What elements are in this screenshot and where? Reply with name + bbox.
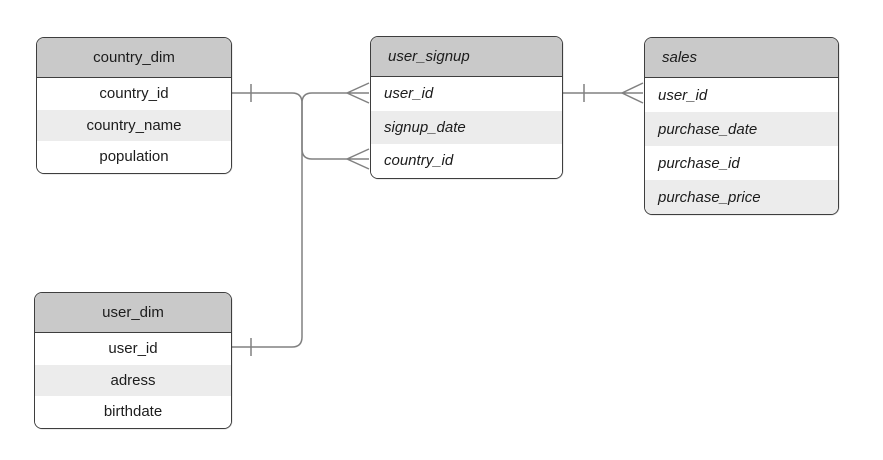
entity-table-sales[interactable]: sales user_id purchase_date purchase_id … (644, 37, 839, 215)
column-row[interactable]: purchase_id (645, 146, 838, 180)
column-row[interactable]: purchase_date (645, 112, 838, 146)
table-title: user_signup (371, 37, 562, 77)
relationship-line[interactable] (232, 92, 347, 348)
relationship-country_dim-user_signup[interactable] (232, 84, 370, 170)
column-row[interactable]: birthdate (35, 396, 231, 428)
column-row[interactable]: user_id (371, 77, 562, 111)
table-title: user_dim (35, 293, 231, 333)
column-row[interactable]: signup_date (371, 110, 562, 144)
entity-table-user-dim[interactable]: user_dim user_id adress birthdate (34, 292, 232, 429)
table-title: sales (645, 38, 838, 78)
column-row[interactable]: user_id (35, 333, 231, 365)
cardinality-many-crowfoot (346, 148, 370, 170)
entity-table-user-signup[interactable]: user_signup user_id signup_date country_… (370, 36, 563, 179)
column-row[interactable]: purchase_price (645, 180, 838, 214)
column-row[interactable]: population (37, 141, 231, 173)
cardinality-many-crowfoot (346, 82, 370, 104)
column-row[interactable]: country_name (37, 109, 231, 141)
relationship-line[interactable] (232, 92, 347, 160)
column-row[interactable]: user_id (645, 78, 838, 112)
cardinality-many-crowfoot (621, 82, 644, 104)
entity-table-country-dim[interactable]: country_dim country_id country_name popu… (36, 37, 232, 174)
column-row[interactable]: country_id (37, 78, 231, 110)
column-row[interactable]: adress (35, 364, 231, 396)
relationship-user_signup-sales[interactable] (563, 82, 644, 104)
relationship-user_dim-user_signup[interactable] (232, 82, 370, 356)
column-row[interactable]: country_id (371, 144, 562, 178)
table-title: country_dim (37, 38, 231, 78)
